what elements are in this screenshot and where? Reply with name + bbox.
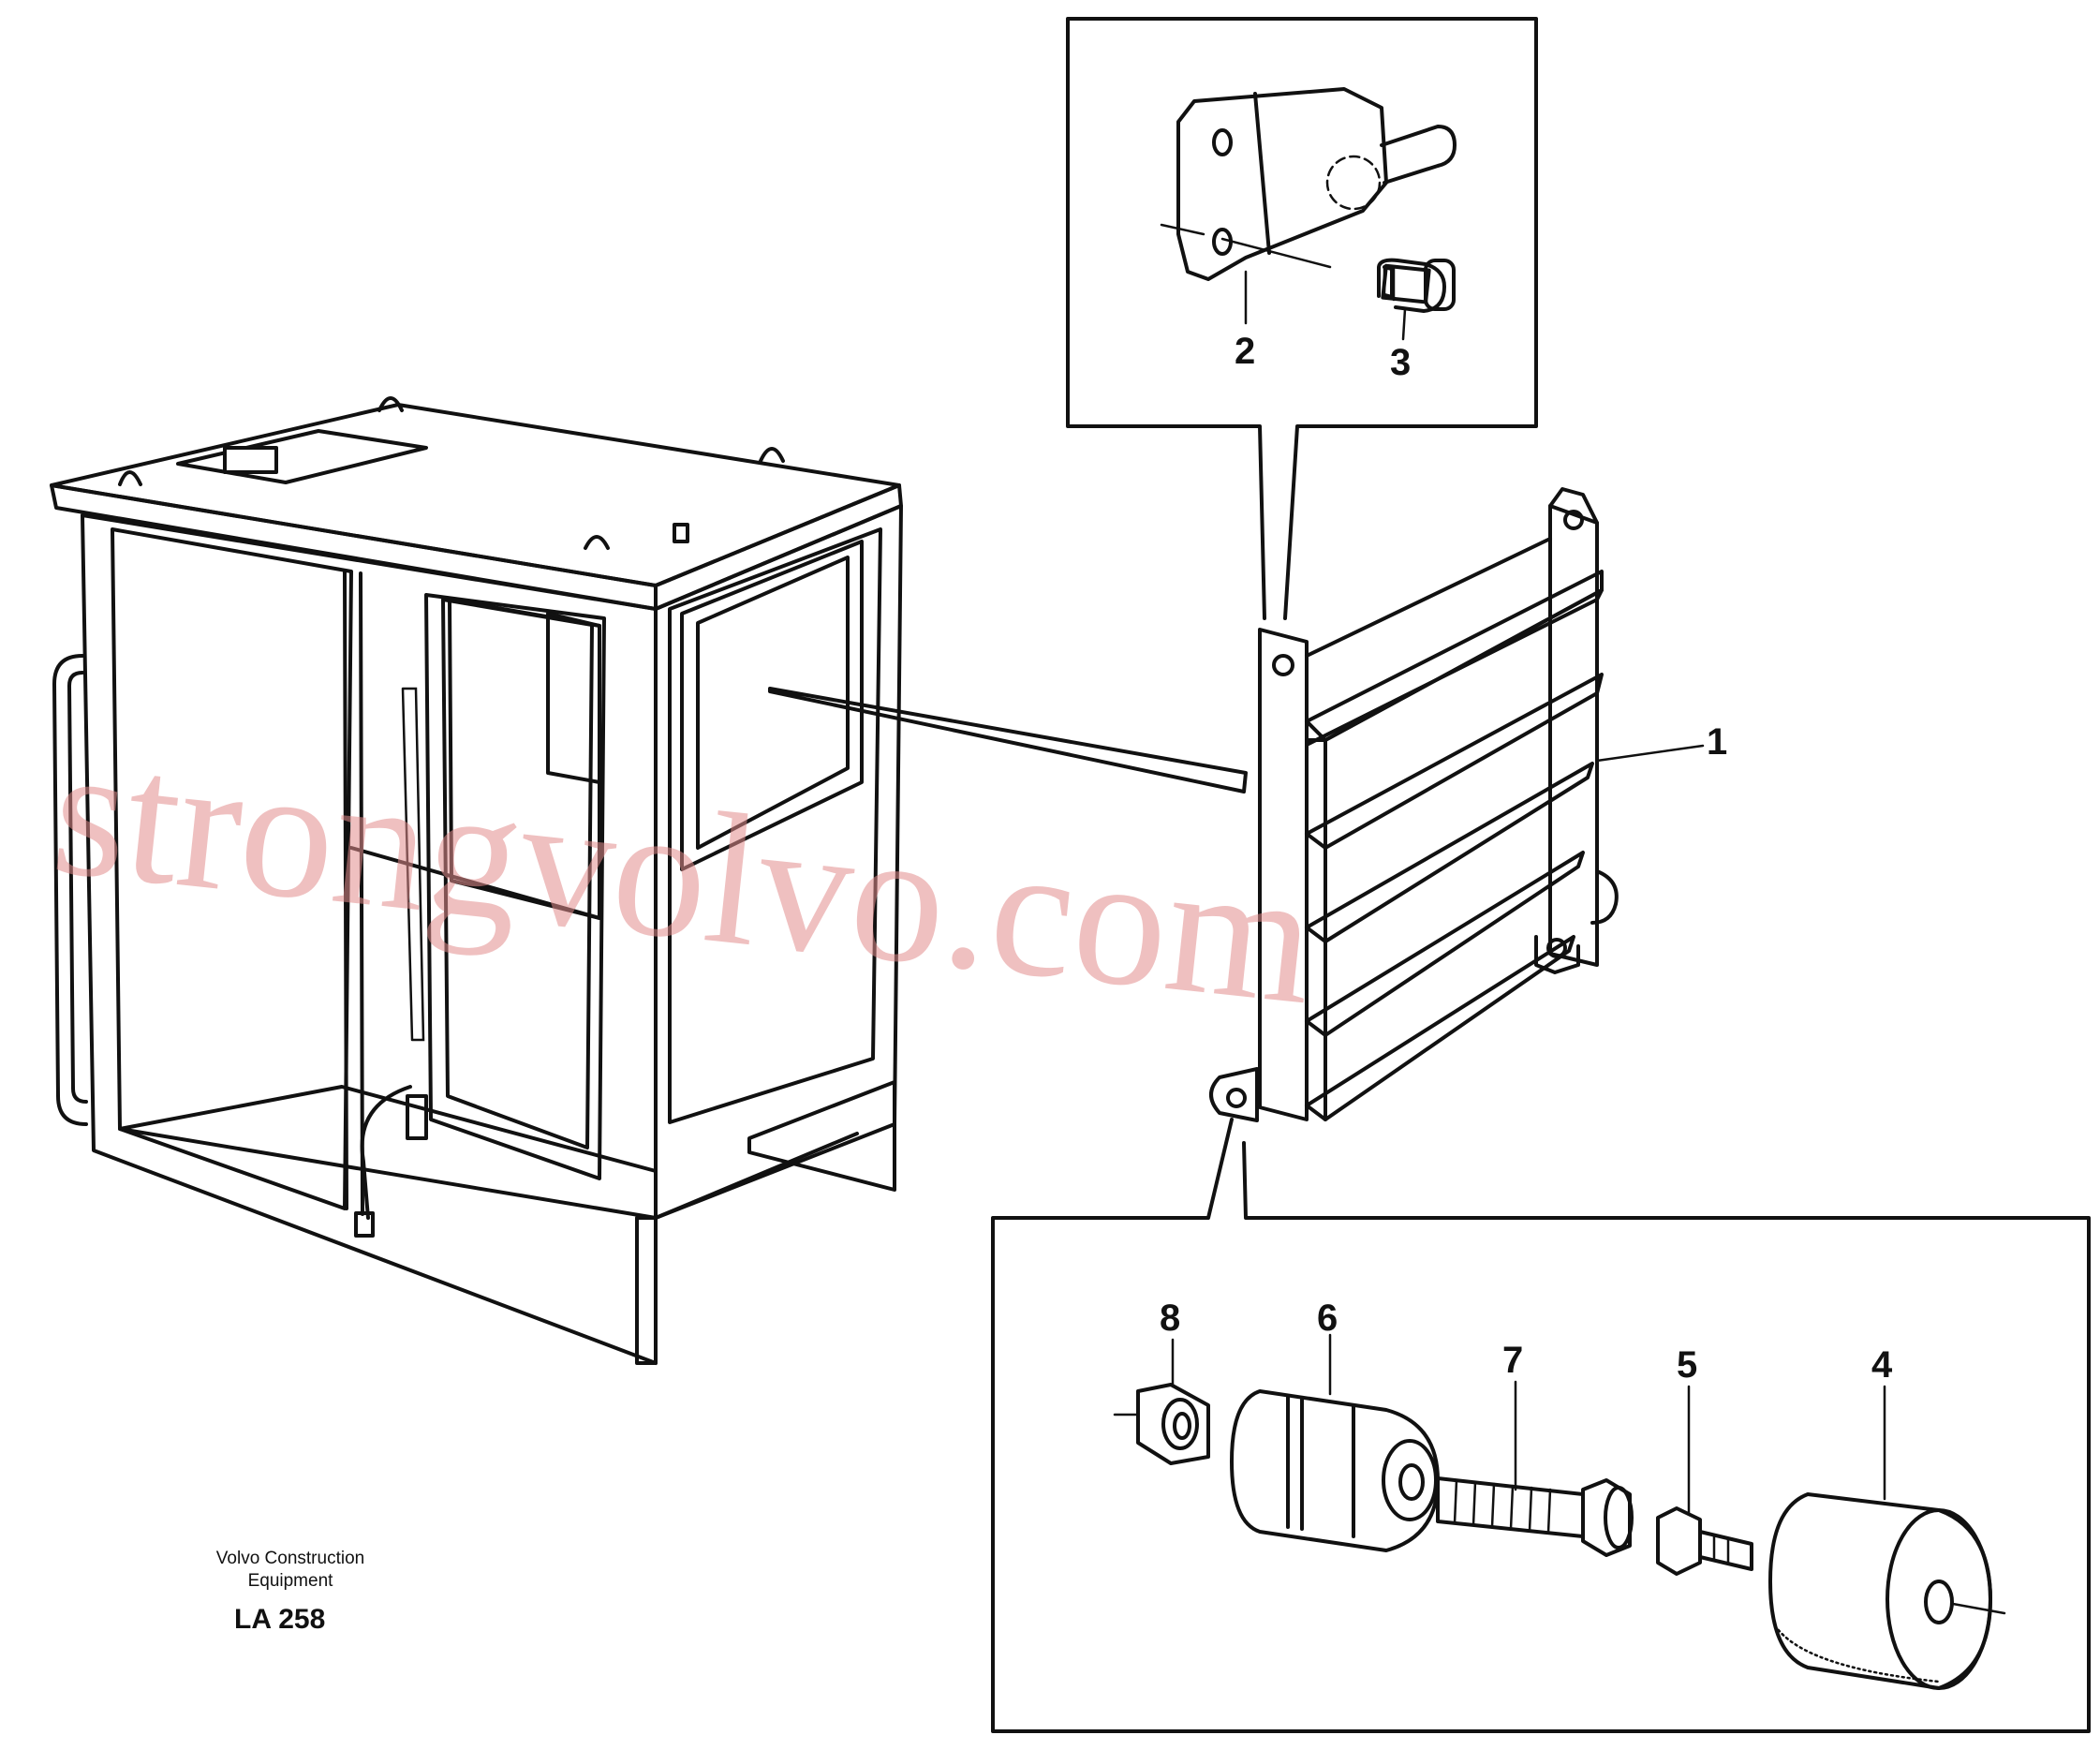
callout-1: 1	[1707, 721, 1727, 763]
detail-box-top	[1066, 17, 1538, 620]
callout-3: 3	[1390, 342, 1411, 383]
caption-company: Volvo Construction	[215, 1549, 365, 1568]
watermark: strongvolvo.com	[44, 705, 1324, 1044]
callout-2: 2	[1235, 331, 1255, 372]
callout-4: 4	[1871, 1344, 1893, 1386]
callout-6: 6	[1317, 1298, 1338, 1339]
leader-cab-to-louvre	[768, 687, 1248, 793]
callout-8: 8	[1160, 1298, 1180, 1339]
callout-5: 5	[1677, 1344, 1697, 1386]
caption-equipment: Equipment	[247, 1571, 333, 1591]
cab-illustration	[50, 396, 903, 1365]
callout-7: 7	[1502, 1340, 1523, 1381]
leader-1	[1595, 744, 1705, 763]
louvre-part-1	[1209, 487, 1619, 1122]
detail-box-bottom	[991, 1118, 2091, 1733]
caption-block: Volvo Construction Equipment	[169, 1548, 412, 1593]
drawing-code: LA 258	[234, 1604, 326, 1635]
